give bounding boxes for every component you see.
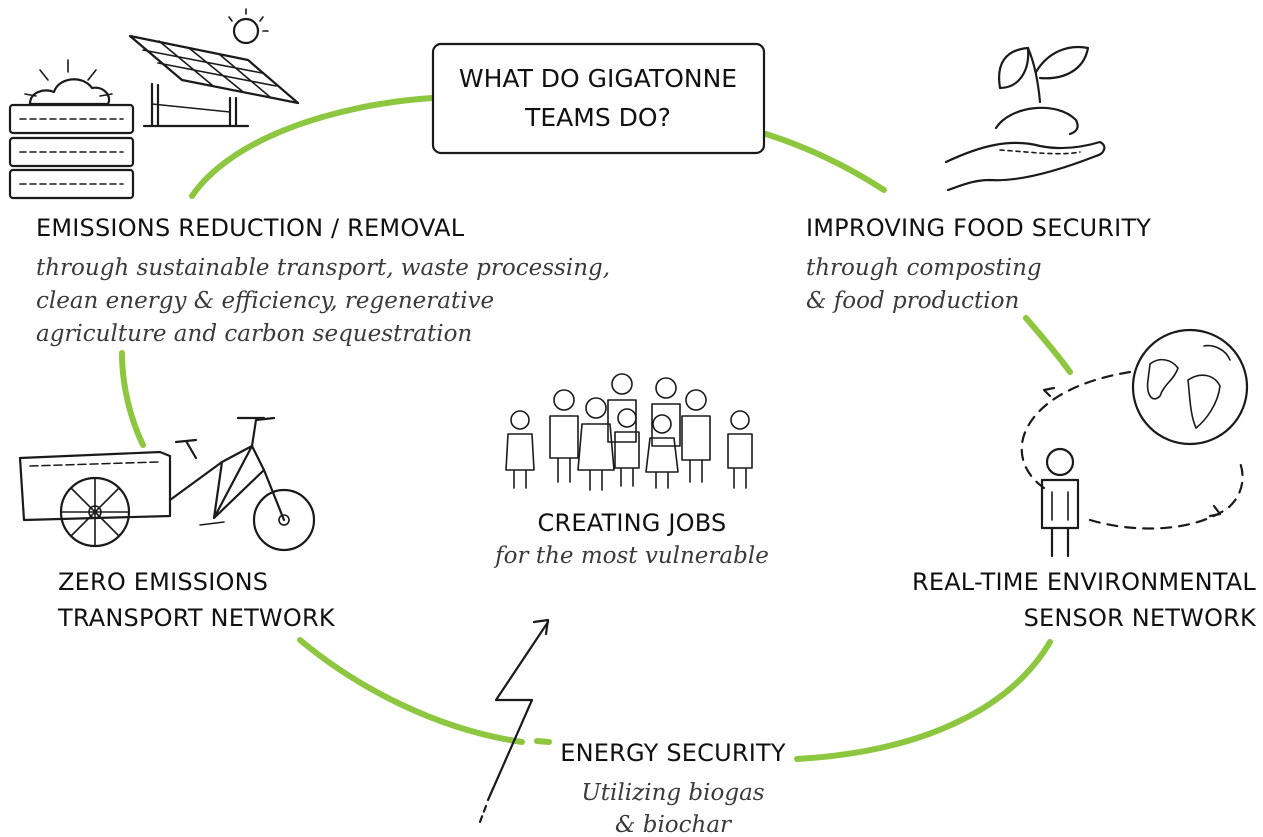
solar-panel-icon (128, 8, 300, 128)
energy-block: ENERGY SECURITY Utilizing biogas & bioch… (560, 739, 786, 837)
sensor-line-1: REAL-TIME ENVIRONMENTAL (912, 568, 1256, 596)
cargo-bike-icon (18, 416, 316, 552)
arc-energy-short (534, 738, 552, 745)
energy-heading: ENERGY SECURITY (560, 739, 786, 767)
food-sub-2: & food production (806, 288, 1019, 314)
emissions-sub-1: through sustainable transport, waste pro… (36, 255, 610, 281)
person-icon (1040, 447, 1080, 558)
arc-transport-to-energy (297, 637, 525, 745)
arc-emissions-to-transport (119, 350, 146, 448)
sun-cloud-icon (24, 59, 113, 106)
emissions-heading: EMISSIONS REDUCTION / REMOVAL (36, 214, 465, 242)
emissions-sub-3: agriculture and carbon sequestration (36, 321, 472, 347)
jobs-sub: for the most vulnerable (493, 543, 769, 569)
energy-sub-1: Utilizing biogas (581, 780, 764, 806)
cycle-arcs (119, 95, 1073, 762)
seedling-hand-icon (944, 46, 1106, 192)
food-block: IMPROVING FOOD SECURITY through composti… (806, 214, 1151, 314)
globe-cycle-icon (1020, 328, 1249, 530)
energy-sub-2: & biochar (615, 812, 733, 837)
jobs-block: CREATING JOBS for the most vulnerable (493, 509, 769, 569)
sensor-line-2: SENSOR NETWORK (1024, 604, 1257, 632)
transport-line-1: ZERO EMISSIONS (58, 568, 268, 596)
jobs-heading: CREATING JOBS (538, 509, 727, 537)
emissions-sub-2: clean energy & efficiency, regenerative (36, 288, 494, 314)
title-box: WHAT DO GIGATONNE TEAMS DO? (431, 42, 766, 155)
transport-line-2: TRANSPORT NETWORK (57, 604, 336, 632)
food-sub-1: through composting (806, 255, 1042, 281)
emissions-block: EMISSIONS REDUCTION / REMOVAL through su… (36, 214, 610, 347)
arc-title-to-emissions (189, 95, 435, 199)
title-line-2: TEAMS DO? (524, 103, 671, 132)
stacked-crates-icon (8, 103, 135, 200)
people-crowd-icon (505, 373, 753, 491)
lightning-icon (478, 618, 550, 824)
arc-energy-to-sensor (794, 639, 1053, 762)
arc-title-to-food (763, 131, 887, 193)
title-line-1: WHAT DO GIGATONNE (459, 64, 737, 93)
sensor-block: REAL-TIME ENVIRONMENTAL SENSOR NETWORK (912, 568, 1257, 632)
food-heading: IMPROVING FOOD SECURITY (806, 214, 1151, 242)
transport-block: ZERO EMISSIONS TRANSPORT NETWORK (57, 568, 336, 632)
arc-food-to-sensor (1023, 315, 1073, 375)
